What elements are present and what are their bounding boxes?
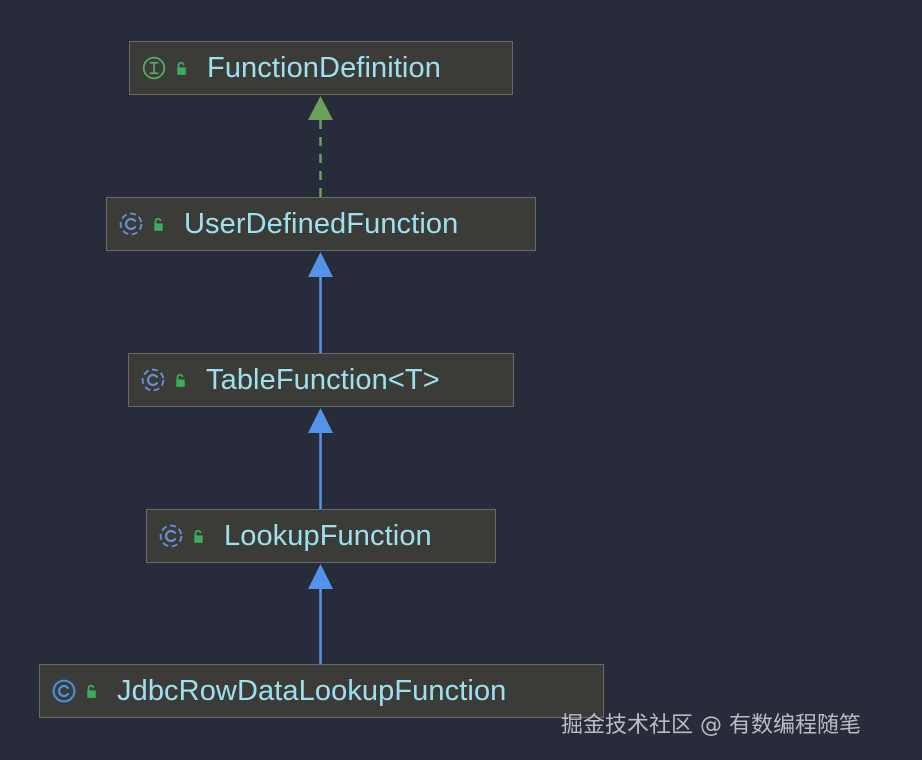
edge-extends-lookupfunction-tablefunction (308, 408, 333, 509)
node-lookupfunction[interactable]: LookupFunction (146, 509, 496, 563)
edge-arrowhead (308, 564, 333, 589)
node-icons (141, 55, 190, 81)
node-jdbcrowdatalookupfunction[interactable]: JdbcRowDataLookupFunction (39, 664, 604, 718)
edge-implements-userdefinedfunction-functiondefinition (308, 96, 333, 197)
node-label: JdbcRowDataLookupFunction (117, 675, 507, 707)
unlocked-padlock-icon (177, 61, 186, 75)
node-label: FunctionDefinition (207, 52, 441, 84)
unlocked-padlock-icon (194, 529, 203, 543)
edge-arrowhead (308, 252, 333, 277)
watermark-text: 掘金技术社区 @ 有数编程随笔 (561, 713, 861, 738)
edge-arrowhead (308, 96, 333, 120)
node-functiondefinition[interactable]: FunctionDefinition (129, 41, 513, 95)
node-icons (118, 211, 167, 237)
edge-extends-tablefunction-userdefinedfunction (308, 252, 333, 353)
node-icons (51, 678, 100, 704)
class-icon (52, 679, 76, 703)
unlocked-padlock-icon (176, 373, 185, 387)
node-icons (140, 367, 189, 393)
node-tablefunction[interactable]: TableFunction<T> (128, 353, 514, 407)
node-userdefinedfunction[interactable]: UserDefinedFunction (106, 197, 536, 251)
unlocked-padlock-icon (87, 684, 96, 698)
node-label: TableFunction<T> (206, 364, 440, 396)
unlocked-padlock-icon (154, 217, 163, 231)
node-label: LookupFunction (224, 520, 432, 552)
interface-icon (142, 56, 166, 80)
edge-extends-jdbcrowdatalookupfunction-lookupfunction (308, 564, 333, 664)
node-icons (158, 523, 207, 549)
class-icon (141, 368, 165, 392)
class-icon (119, 212, 143, 236)
edge-arrowhead (308, 408, 333, 433)
node-label: UserDefinedFunction (184, 208, 459, 240)
class-icon (159, 524, 183, 548)
